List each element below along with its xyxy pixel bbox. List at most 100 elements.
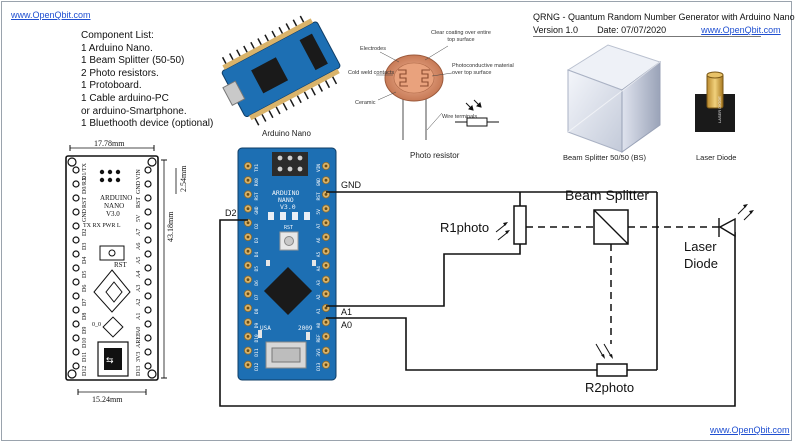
board-pad-hole	[246, 306, 250, 310]
board-pad-hole	[324, 193, 328, 196]
pinout-pad-left	[72, 180, 80, 188]
board-right-pin-label: 5V	[316, 209, 322, 215]
pinout-pad-right	[144, 348, 152, 356]
board-pad-hole	[324, 178, 328, 182]
pinout-pad-right	[144, 208, 152, 216]
openqbit-footer-link[interactable]: www.OpenQbit.com	[710, 425, 790, 435]
pinout-origin-label: 0_0	[92, 322, 101, 328]
pinout-pad-left	[72, 194, 80, 202]
laser-diode-symbol	[718, 204, 754, 238]
pinout-right-pin-label: D13	[136, 366, 142, 376]
pinout-left-pin-label: D3	[82, 243, 88, 250]
pinout-pad-left	[72, 306, 80, 314]
pinout-title-2: NANO	[104, 202, 124, 210]
board-pad-hole	[324, 235, 328, 239]
board-usa-label: USA	[260, 325, 271, 332]
board-pad-hole	[246, 249, 250, 253]
a0-label: A0	[341, 320, 352, 330]
pinout-pad-right	[144, 250, 152, 258]
pinout-left-pin-label: D5	[82, 271, 88, 278]
photo-resistor-caption: Photo resistor	[410, 151, 460, 160]
pinout-pad-right	[144, 278, 152, 286]
beam-splitter-caption: Beam Splitter 50/50 (BS)	[563, 153, 646, 162]
board-right-pin-label: A1	[316, 308, 322, 314]
board-pad-hole	[246, 349, 250, 352]
pinout-left-pin-label: D8	[82, 313, 88, 320]
arduino-nano-board	[237, 147, 337, 381]
version-label: Version 1.0	[533, 25, 579, 35]
pinout-pad-left	[72, 320, 80, 328]
pinout-rst-label: RST	[114, 261, 128, 269]
board-left-pin-label: D5	[254, 266, 260, 272]
pinout-right-pin-label: A4	[136, 271, 142, 278]
pinout-pad-right	[144, 222, 152, 230]
board-pad-hole	[246, 207, 250, 211]
component-list-heading: Component List:	[81, 30, 154, 41]
pinout-pad-right	[144, 166, 152, 174]
pinout-pad-left	[72, 166, 80, 174]
component-item: 1 Cable arduino-PC	[81, 92, 169, 104]
pinout-right-pin-label: A5	[136, 257, 142, 264]
laser-diode-photo: LASER DIODE	[695, 71, 735, 132]
arduino-nano-caption: Arduino Nano	[262, 129, 311, 138]
board-right-pin-label: A2	[316, 294, 322, 300]
board-pad-hole	[324, 292, 328, 296]
board-pad-hole	[324, 264, 328, 267]
pinout-pad-right	[144, 180, 152, 188]
pinout-left-pin-label: D12	[82, 366, 88, 376]
board-pad-hole	[246, 164, 250, 168]
pinout-left-pin-label: D1/TX	[82, 162, 88, 180]
pinout-right-pin-label: 5V	[136, 214, 142, 222]
board-left-pin-label: D3	[254, 237, 260, 243]
board-pad-hole	[324, 249, 328, 253]
pinout-right-pin-label: A6	[136, 243, 142, 250]
pinout-right-pin-label: A7	[136, 229, 142, 236]
pinout-height-label: 43.18mm	[166, 211, 175, 242]
beam-splitter-symbol	[593, 209, 629, 245]
pinout-left-pin-label: D2	[82, 229, 88, 236]
board-right-pin-label: RST	[316, 192, 322, 200]
pinout-right-pin-label: 3V3	[136, 352, 142, 362]
arduino-nano-photo	[221, 15, 341, 126]
board-right-pin-label: 3V3	[316, 348, 322, 356]
board-right-pin-label: A5	[316, 251, 322, 257]
photoresistor-photo	[376, 45, 453, 140]
board-left-pin-label: RST	[254, 192, 260, 200]
board-left-pin-label: D2	[254, 223, 260, 229]
component-item: 2 Photo resistors.	[81, 67, 159, 79]
laser-beam-paths	[526, 226, 719, 344]
board-right-pin-label: REF	[316, 334, 322, 342]
board-pad-hole	[324, 221, 328, 225]
board-left-pin-label: D9	[254, 322, 260, 328]
pinout-pad-left	[72, 208, 80, 216]
wire-terminals-label: Wire terminals	[442, 114, 477, 120]
pinout-pad-right	[144, 334, 152, 342]
board-pad-hole	[246, 178, 250, 182]
board-left-pin-label: RX0	[254, 178, 260, 186]
openqbit-header-link[interactable]: www.OpenQbit.com	[701, 25, 781, 35]
component-item: or arduino-Smartphone.	[81, 105, 187, 117]
pinout-pad-right	[144, 264, 152, 272]
pinout-left-pin-label: D10	[82, 338, 88, 348]
d2-label: D2	[225, 208, 237, 218]
pinout-left-pin-label: RST	[82, 197, 88, 208]
board-pad-hole	[324, 207, 328, 211]
board-pad-hole	[324, 363, 328, 367]
svg-text:⇆: ⇆	[106, 356, 114, 366]
diode-label: Diode	[684, 256, 718, 271]
pinout-left-pin-label: D7	[82, 299, 88, 306]
pinout-pad-left	[72, 236, 80, 244]
date-label: Date: 07/07/2020	[597, 25, 667, 35]
openqbit-top-link[interactable]: www.OpenQbit.com	[11, 10, 91, 20]
board-left-pin-label: D4	[254, 251, 260, 257]
pinout-width-label: 17.78mm	[94, 139, 125, 148]
pinout-pad-right	[144, 292, 152, 300]
board-pad-hole	[246, 235, 250, 239]
board-left-pin-label: GND	[254, 206, 260, 214]
component-item: 1 Arduino Nano.	[81, 42, 153, 54]
gnd-label: GND	[341, 180, 362, 190]
laser-body-text: LASER DIODE	[717, 96, 722, 123]
laser-diode-caption: Laser Diode	[696, 153, 736, 162]
